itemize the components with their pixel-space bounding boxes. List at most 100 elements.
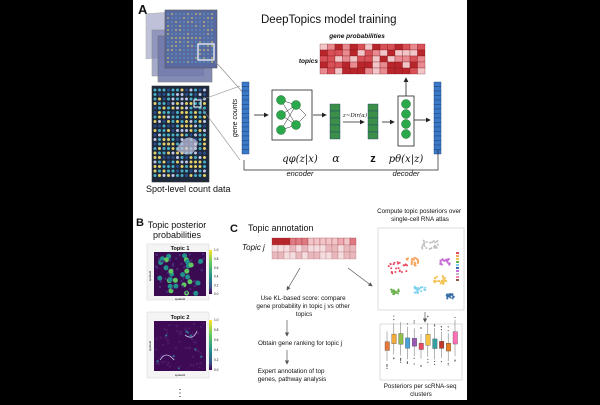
spot xyxy=(203,17,205,19)
heatmap-cell xyxy=(372,55,381,63)
spot xyxy=(167,45,169,47)
spot xyxy=(198,93,202,96)
spot xyxy=(203,160,206,164)
heatmap-cell xyxy=(417,61,426,69)
spot xyxy=(211,13,213,15)
spot xyxy=(203,57,205,59)
heatmap-cell xyxy=(331,244,339,253)
topic1-spot xyxy=(168,268,174,274)
spot xyxy=(179,13,181,15)
gene-count-cell xyxy=(241,95,250,101)
spot xyxy=(195,45,197,47)
topic1-spot xyxy=(172,277,178,283)
heatmap-cell xyxy=(301,237,309,246)
cell-point xyxy=(437,280,440,283)
spot xyxy=(176,151,179,155)
spot xyxy=(175,25,177,27)
spot xyxy=(191,21,193,23)
spot xyxy=(189,111,193,114)
heatmap-cell xyxy=(313,237,321,246)
cell-point xyxy=(425,241,428,244)
spot xyxy=(207,17,209,19)
spot xyxy=(171,25,173,27)
topic-j-label: Topic j xyxy=(242,243,265,252)
outlier xyxy=(406,361,408,363)
spot-tissue xyxy=(151,85,241,183)
spot xyxy=(189,120,193,123)
box xyxy=(405,337,411,349)
topic2-spot xyxy=(166,338,170,342)
outlier xyxy=(454,359,456,361)
cell-point xyxy=(442,279,445,282)
topic2-spot xyxy=(168,365,172,368)
topic2-spot xyxy=(157,362,161,365)
heatmap-cell xyxy=(271,237,279,246)
topic1-spot xyxy=(193,290,199,296)
spot xyxy=(171,106,175,110)
heatmap-cell xyxy=(295,244,303,253)
panel-c: C Topic annotation Topic j Use KL-based … xyxy=(230,208,465,398)
spot xyxy=(179,61,181,63)
cell-point xyxy=(435,246,438,249)
heatmap-cell xyxy=(283,251,291,260)
cell-point xyxy=(410,257,413,260)
cell-point xyxy=(390,267,393,270)
cell-point xyxy=(391,272,394,275)
gene-count-cell xyxy=(241,140,250,146)
zoom-box xyxy=(197,43,215,61)
spot xyxy=(153,151,157,155)
gene-count-cell xyxy=(241,81,250,87)
heatmap-cell xyxy=(379,55,388,63)
topic2-spot xyxy=(194,348,197,351)
spot xyxy=(171,124,175,128)
spot xyxy=(167,147,170,150)
topic2-spot xyxy=(178,365,181,369)
topic1-spot xyxy=(200,268,203,272)
spot xyxy=(203,25,205,27)
neuron xyxy=(276,95,286,105)
spot xyxy=(194,88,197,92)
heatmap-cell xyxy=(289,251,297,260)
colorbar-tick: 0.6 xyxy=(214,266,219,270)
spot xyxy=(211,53,213,55)
topic1-spot xyxy=(187,279,193,285)
topic2-spot xyxy=(161,343,165,347)
spot xyxy=(153,169,157,173)
gene-count-cell xyxy=(241,131,250,137)
topic2-spot xyxy=(199,361,202,365)
colorbar-tick: 1.0 xyxy=(214,318,219,322)
spot xyxy=(194,156,197,159)
spot xyxy=(180,102,184,105)
topic2-spot xyxy=(194,341,197,344)
reconstruction-cell xyxy=(433,90,442,96)
heatmap-cell xyxy=(349,43,358,51)
spot xyxy=(153,97,157,101)
cell-point xyxy=(415,287,418,290)
cell-point xyxy=(440,279,443,282)
heatmap-cell xyxy=(364,49,373,57)
panel-a: A Spot-level count data DeepTopics model… xyxy=(138,2,442,194)
gene-count-cell xyxy=(241,90,250,96)
cell-point xyxy=(433,279,436,282)
spot xyxy=(171,33,173,35)
z-cell xyxy=(367,117,379,126)
spot xyxy=(183,29,185,31)
gene-count-cell xyxy=(241,104,250,110)
spot xyxy=(176,129,179,132)
spot xyxy=(207,37,209,39)
spot xyxy=(158,120,161,123)
spot xyxy=(180,156,184,159)
cell-point xyxy=(413,264,416,267)
heatmap-cell xyxy=(337,244,345,253)
cell-point xyxy=(423,244,426,247)
topic1-spot xyxy=(158,285,162,289)
spot xyxy=(203,106,206,110)
spot xyxy=(195,21,197,23)
panel-a-letter: A xyxy=(138,2,148,17)
spot xyxy=(198,165,202,168)
spot xyxy=(203,124,206,128)
spot xyxy=(199,37,201,39)
alpha-cell xyxy=(329,117,341,126)
topic2-spot xyxy=(161,361,164,364)
spot xyxy=(183,53,185,55)
